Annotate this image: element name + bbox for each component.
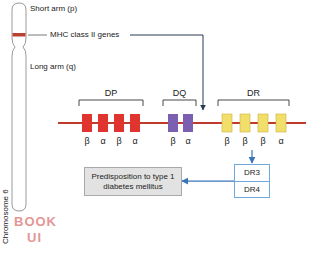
gene-box	[114, 114, 124, 132]
chain-label: β	[116, 136, 121, 147]
chain-label: α	[100, 136, 105, 147]
outcome-box: Predisposition to type 1 diabetes mellit…	[84, 167, 182, 196]
gene-box	[183, 114, 193, 132]
gene-region-label: MHC class II genes	[50, 30, 119, 40]
chain-label: α	[278, 136, 283, 147]
bracket	[79, 100, 143, 106]
chain-label: α	[132, 136, 137, 147]
node-text: Predisposition to type 1 diabetes mellit…	[89, 172, 177, 191]
chromosome-outline	[12, 3, 26, 211]
gene-box	[168, 114, 178, 132]
gene-box	[82, 114, 92, 132]
arm-label: Short arm (p)	[30, 4, 77, 14]
gene-box	[240, 114, 250, 132]
chromosome-label: Chromosome 6	[1, 189, 11, 244]
chain-label: β	[260, 136, 265, 147]
bracket	[163, 100, 196, 106]
arm-label: Long arm (q)	[30, 62, 76, 72]
gene-box	[258, 114, 268, 132]
allele-box: DR4	[234, 181, 270, 199]
gene-box	[276, 114, 286, 132]
bracket	[218, 100, 289, 106]
node-text: DR3	[237, 168, 267, 178]
gene-group-label: DP	[105, 88, 118, 99]
node-text: DR4	[237, 185, 267, 195]
gene-box	[98, 114, 108, 132]
pointer-arrow	[130, 35, 203, 110]
chain-label: β	[242, 136, 247, 147]
allele-box: DR3	[234, 164, 270, 182]
connector-arrow	[182, 180, 234, 181]
gene-line	[58, 122, 306, 124]
mhc-band	[13, 33, 26, 37]
chain-label: β	[170, 136, 175, 147]
gene-group-label: DQ	[173, 88, 187, 99]
chain-label: β	[84, 136, 89, 147]
leader-line	[28, 35, 47, 36]
watermark: UI	[27, 230, 42, 246]
pointer-arrow	[251, 150, 252, 163]
gene-box	[222, 114, 232, 132]
gene-box	[130, 114, 140, 132]
chain-label: β	[224, 136, 229, 147]
watermark: BOOK	[14, 214, 57, 230]
chain-label: α	[185, 136, 190, 147]
gene-group-label: DR	[247, 88, 260, 99]
